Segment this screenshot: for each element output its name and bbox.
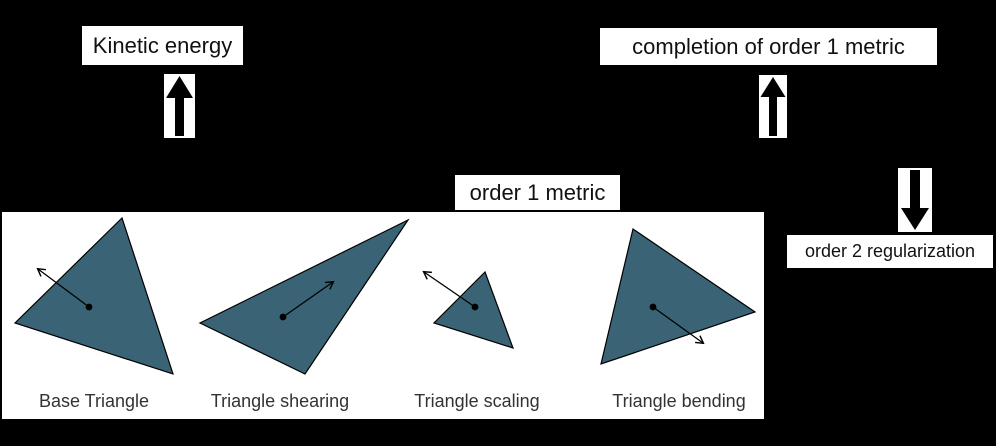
up-arrow-icon <box>166 76 193 136</box>
kinetic-energy-label: Kinetic energy <box>82 26 243 65</box>
figure-caption-base-triangle: Base Triangle <box>38 391 150 411</box>
completion-order1-metric-label: completion of order 1 metric <box>600 28 937 65</box>
up-arrow <box>759 75 787 138</box>
figure-caption-triangle-bending: Triangle bending <box>612 391 746 411</box>
order2-regularization-label: order 2 regularization <box>787 235 993 268</box>
triangles-panel: Base Triangle Triangle shearing Triangle… <box>2 212 764 419</box>
order1-metric-label: order 1 metric <box>455 175 620 210</box>
up-arrow-icon <box>760 77 786 136</box>
deformation-arrow <box>652 306 705 345</box>
triangle-shearing <box>198 218 410 375</box>
triangles-figure <box>13 216 757 375</box>
deformation-arrow <box>282 280 335 318</box>
figure-caption-triangle-scaling: Triangle scaling <box>414 391 540 411</box>
deformation-arrow <box>422 270 476 308</box>
triangle-bending <box>600 228 757 365</box>
barycenter-dot <box>85 303 93 311</box>
barycenter-dot <box>649 303 657 311</box>
up-arrow <box>164 74 195 138</box>
deformation-arrow <box>36 267 90 308</box>
barycenter-dot <box>471 303 479 311</box>
down-arrow <box>898 168 932 232</box>
base-triangle <box>13 216 174 375</box>
figure-caption-triangle-shearing: Triangle shearing <box>210 391 350 411</box>
down-arrow-icon <box>901 170 929 230</box>
barycenter-dot <box>279 313 287 321</box>
triangle-scaling <box>422 270 514 349</box>
